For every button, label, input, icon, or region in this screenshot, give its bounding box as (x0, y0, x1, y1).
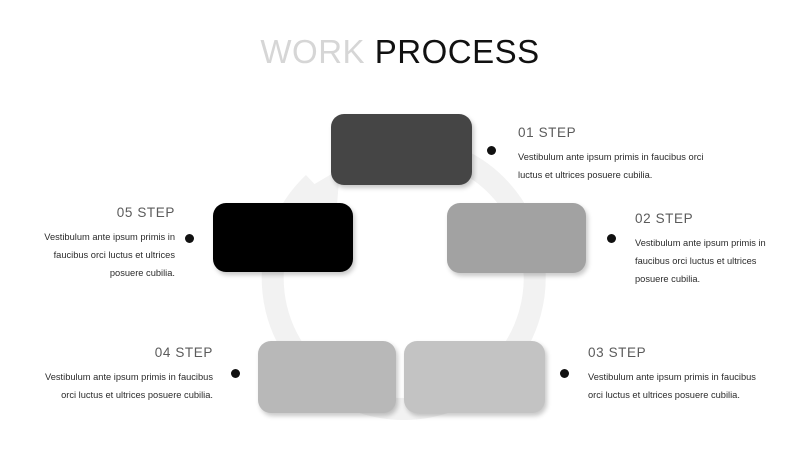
bullet-dot-03 (560, 369, 569, 378)
step-text-05: 05 STEP Vestibulum ante ipsum primis in … (10, 205, 175, 282)
step-title-03: 03 STEP (588, 345, 647, 360)
step-box-02[interactable] (447, 203, 586, 273)
step-text-04: 04 STEP Vestibulum ante ipsum primis in … (8, 345, 213, 404)
step-body-01: Vestibulum ante ipsum primis in faucibus… (518, 151, 704, 180)
step-body-05: Vestibulum ante ipsum primis in faucibus… (44, 231, 175, 279)
title-word-light: WORK (260, 33, 366, 70)
bullet-dot-04 (231, 369, 240, 378)
title-word-dark: PROCESS (374, 33, 540, 70)
step-title-02: 02 STEP (635, 211, 694, 226)
step-text-01: 01 STEP Vestibulum ante ipsum primis in … (518, 125, 748, 184)
step-box-04[interactable] (258, 341, 396, 413)
step-box-03[interactable] (404, 341, 545, 413)
step-body-04: Vestibulum ante ipsum primis in faucibus… (45, 371, 213, 400)
step-body-02: Vestibulum ante ipsum primis in faucibus… (635, 237, 766, 285)
step-title-04: 04 STEP (154, 345, 213, 360)
step-body-03: Vestibulum ante ipsum primis in faucibus… (588, 371, 756, 400)
step-box-01[interactable] (331, 114, 472, 185)
step-title-05: 05 STEP (116, 205, 175, 220)
step-title-01: 01 STEP (518, 125, 577, 140)
bullet-dot-01 (487, 146, 496, 155)
page-title: WORK PROCESS (0, 33, 800, 71)
step-text-02: 02 STEP Vestibulum ante ipsum primis in … (635, 211, 795, 288)
bullet-dot-02 (607, 234, 616, 243)
bullet-dot-05 (185, 234, 194, 243)
step-text-03: 03 STEP Vestibulum ante ipsum primis in … (588, 345, 798, 404)
step-box-05[interactable] (213, 203, 353, 272)
